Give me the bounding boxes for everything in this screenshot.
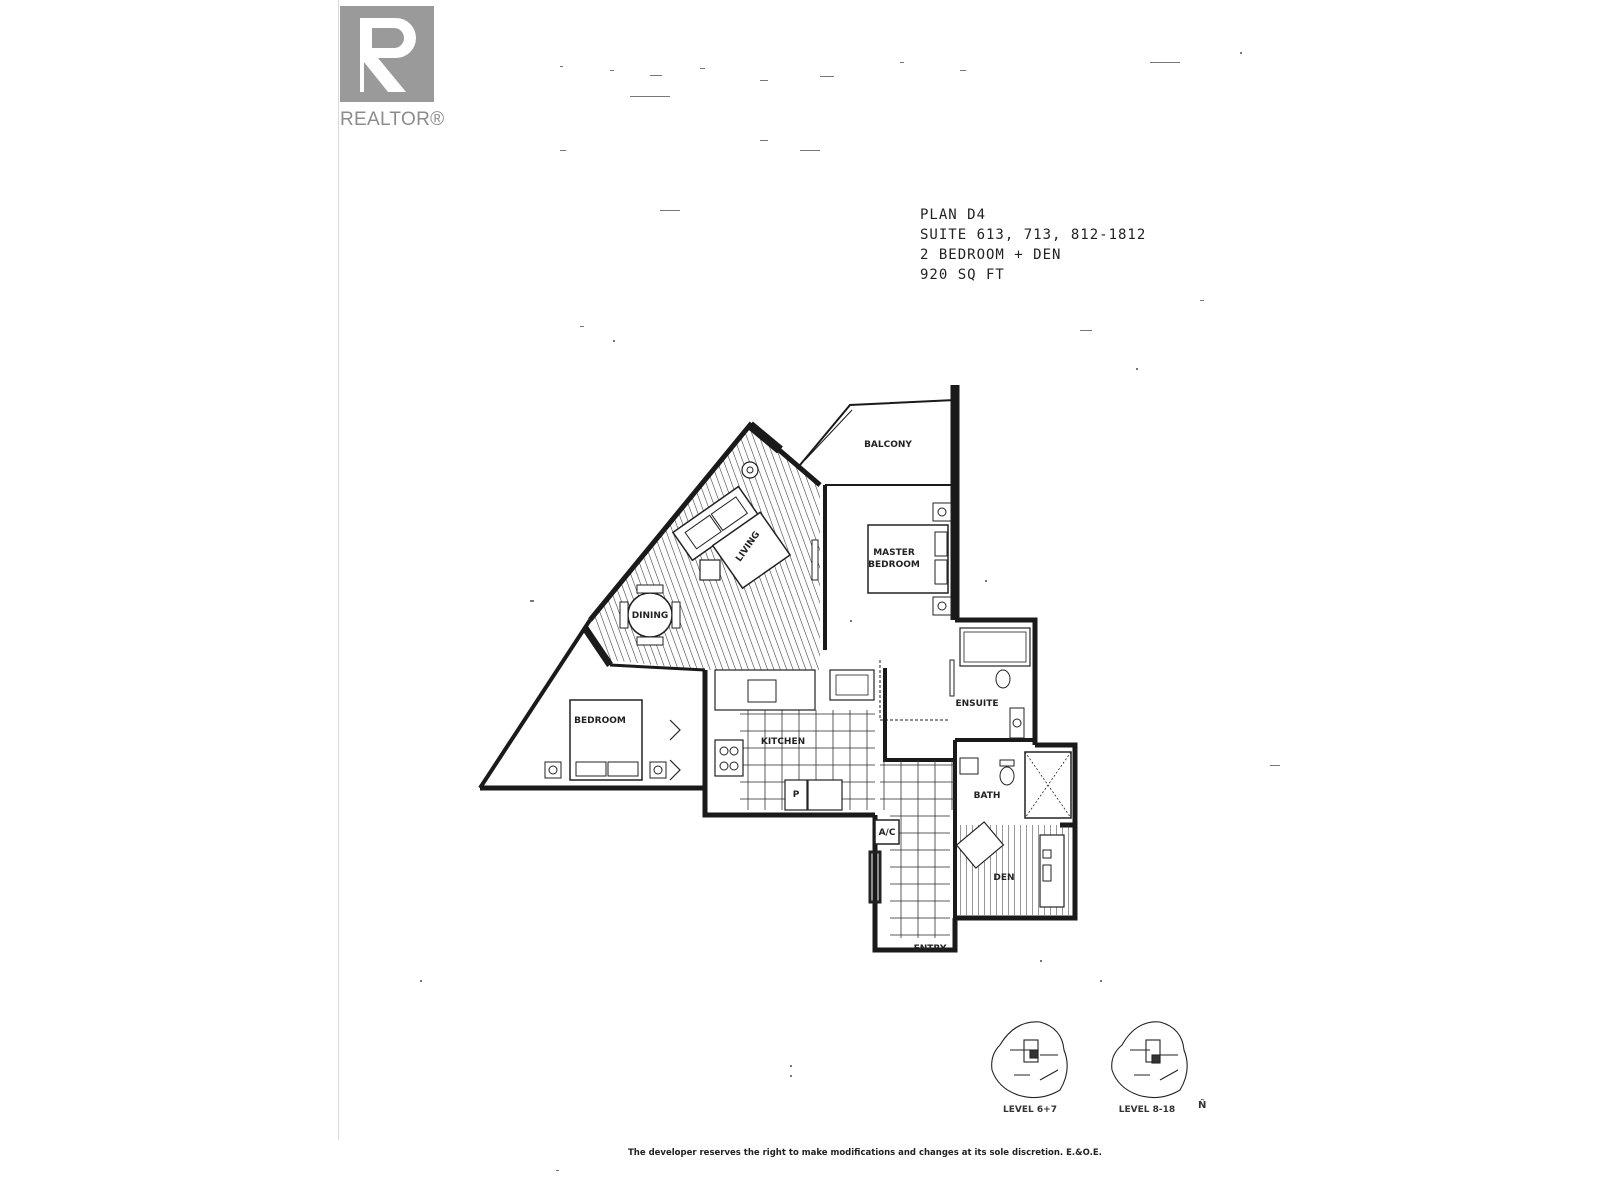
kitchen-entry-floor [714, 669, 955, 938]
plan-type: 2 BEDROOM + DEN [920, 247, 1062, 263]
dining-label: DINING [632, 611, 669, 621]
scan-noise [420, 52, 1280, 1171]
den [955, 821, 1070, 915]
master-bedroom-label-line2: BEDROOM [868, 560, 920, 570]
ensuite [959, 627, 1031, 739]
master-bedroom-label-line1: MASTER [873, 548, 915, 558]
bath [959, 751, 1072, 819]
pantry-label: P [793, 790, 800, 800]
key-plan-level-6-7 [991, 1021, 1068, 1099]
realtor-r-icon [340, 6, 434, 102]
plan-name: PLAN D4 [920, 207, 987, 223]
bedroom [544, 699, 681, 781]
realtor-logo: REALTOR® [340, 6, 444, 130]
bedroom-label: BEDROOM [574, 716, 626, 726]
bath-label: BATH [974, 791, 1001, 801]
north-arrow-icon: N̂ [1198, 1100, 1207, 1111]
exterior-walls [478, 385, 1078, 953]
page-divider [338, 0, 339, 1140]
realtor-wordmark: REALTOR® [340, 109, 445, 130]
plan-area: 920 SQ FT [920, 267, 1005, 283]
entry-label: ENTRY [914, 944, 947, 954]
master-bedroom [867, 502, 955, 721]
den-label: DEN [993, 873, 1014, 883]
living-dining-area [588, 421, 822, 670]
ac-label: A/C [879, 828, 896, 838]
key-plan-level-6-7-label: LEVEL 6+7 [1003, 1105, 1057, 1115]
balcony-label: BALCONY [864, 440, 912, 450]
plan-suites: SUITE 613, 713, 812-1812 [920, 227, 1147, 243]
key-plan-level-8-18 [1111, 1021, 1188, 1099]
disclaimer: The developer reserves the right to make… [628, 1148, 1102, 1158]
key-plan-level-8-18-label: LEVEL 8-18 [1119, 1105, 1175, 1115]
ensuite-label: ENSUITE [955, 699, 998, 709]
kitchen-label: KITCHEN [761, 737, 805, 747]
plan-info: PLAN D4 SUITE 613, 713, 812-1812 2 BEDRO… [920, 205, 1146, 285]
